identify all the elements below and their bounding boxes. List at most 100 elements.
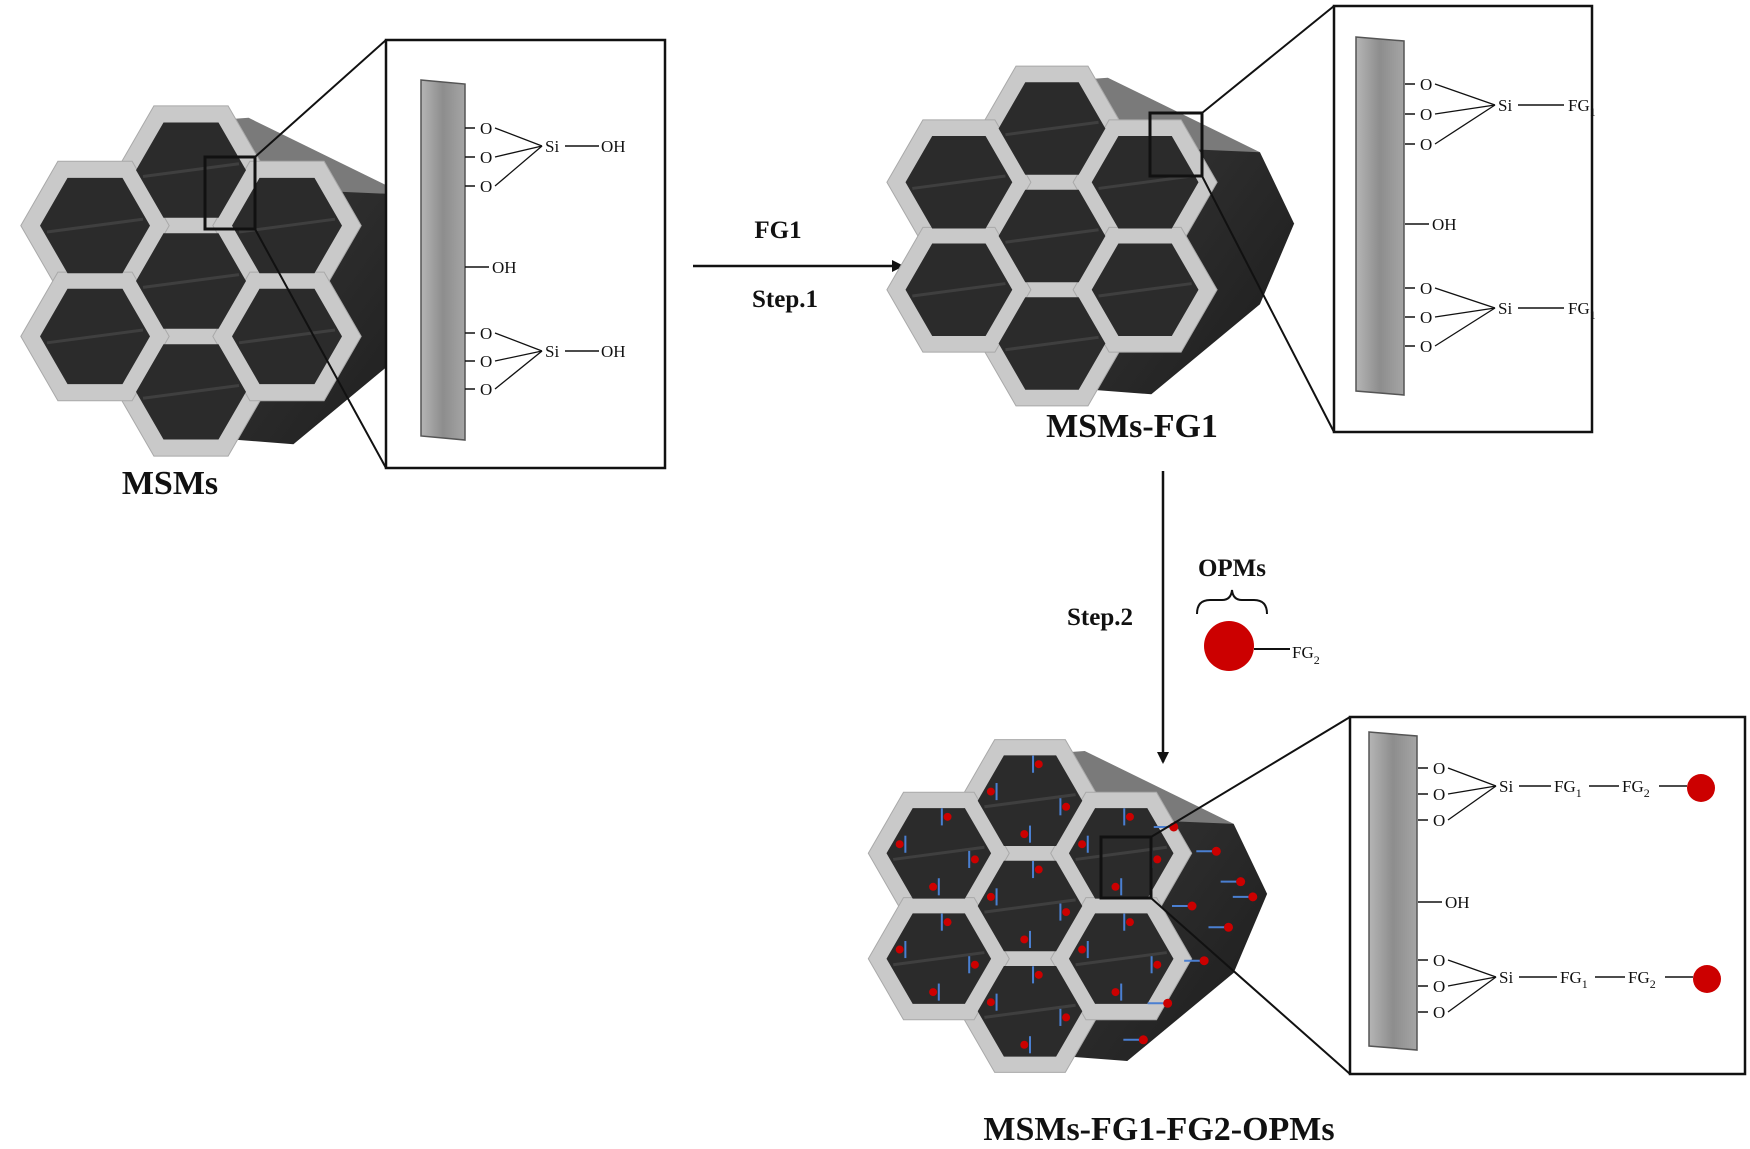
opm-dot	[986, 787, 995, 796]
zoom-line	[1201, 5, 1335, 114]
pore-shade	[46, 217, 144, 234]
silicon-atom: Si	[1498, 96, 1512, 115]
pore-shade	[893, 951, 985, 967]
fg1-label: FG1	[1568, 299, 1596, 322]
opm-dot	[895, 945, 904, 954]
oxygen-atom: O	[480, 177, 492, 196]
opms-brace	[1196, 589, 1268, 615]
opm-dot	[1062, 1013, 1071, 1022]
bond	[494, 145, 543, 158]
msms-fg1-fg2-opms-particle	[867, 739, 1268, 1073]
fg1-label: FG1	[1568, 96, 1596, 119]
bond	[1447, 767, 1497, 787]
opm-dot	[970, 855, 979, 864]
opm-dot	[1062, 908, 1071, 917]
opms-label: OPMs	[1198, 555, 1266, 582]
opm-dot	[1078, 840, 1087, 849]
oxygen-atom: O	[1420, 279, 1432, 298]
pore-shade	[1075, 951, 1167, 967]
bond	[1447, 976, 1497, 987]
step1-label: Step.1	[752, 286, 818, 313]
fg2-label: FG2	[1622, 777, 1650, 800]
opm-dot	[1111, 882, 1120, 891]
silicon-atom: Si	[1498, 299, 1512, 318]
pore-shade	[46, 328, 144, 345]
opm-particle	[1693, 965, 1721, 993]
hydroxyl-group: OH	[1432, 215, 1457, 234]
opm-dot	[943, 812, 952, 821]
silicon-atom: Si	[1499, 777, 1513, 796]
silica-surface	[1355, 36, 1405, 396]
pore-shade	[912, 282, 1006, 298]
opm-dot	[1034, 970, 1043, 979]
opm-dot	[1125, 812, 1134, 821]
opm-dot	[1187, 901, 1197, 911]
bond	[1434, 104, 1496, 145]
pore-shade	[984, 793, 1076, 809]
opm-dot	[929, 988, 938, 997]
silica-surface	[1368, 731, 1418, 1051]
silica-surface	[420, 79, 466, 441]
bond	[494, 350, 543, 362]
zoom-line	[1201, 175, 1335, 433]
opm-dot	[1062, 802, 1071, 811]
opm-dot	[1078, 945, 1087, 954]
oxygen-atom: O	[1420, 105, 1432, 124]
bond	[1447, 976, 1497, 1013]
bond	[1434, 83, 1496, 106]
fg2-label: FG2	[1628, 968, 1656, 991]
opm-dot	[1020, 935, 1029, 944]
pore-shade	[1005, 335, 1099, 352]
zoom-line	[1150, 897, 1351, 1075]
zoom-line	[254, 39, 387, 158]
opm-dot	[1211, 846, 1221, 856]
opm-dot	[970, 960, 979, 969]
bond	[494, 332, 543, 352]
opm-dot	[986, 892, 995, 901]
pore-shade	[912, 174, 1006, 190]
pore-shade	[984, 898, 1076, 914]
hydroxyl-group: OH	[601, 342, 626, 361]
oxygen-atom: O	[480, 148, 492, 167]
oxygen-atom: O	[480, 380, 492, 399]
bond	[1434, 287, 1496, 309]
oxygen-atom: O	[1433, 977, 1445, 996]
pore-shade	[238, 328, 336, 345]
hydroxyl-group: OH	[492, 258, 517, 277]
pore-shade	[893, 845, 985, 861]
opm-dot	[1163, 998, 1173, 1008]
opm-dot	[1236, 877, 1246, 887]
oxygen-atom: O	[1433, 951, 1445, 970]
opm-dot	[1138, 1035, 1148, 1045]
msms-fg1-particle	[886, 65, 1295, 407]
step2-label: Step.2	[1067, 604, 1133, 631]
bond	[1447, 785, 1497, 821]
oxygen-atom: O	[1420, 135, 1432, 154]
pore-shade	[1005, 120, 1099, 137]
pore-shade	[142, 273, 240, 289]
zoom-square-1	[203, 155, 257, 231]
oxygen-atom: O	[1433, 759, 1445, 778]
opm-dot	[895, 840, 904, 849]
pore-shade	[984, 1003, 1076, 1019]
label-msms: MSMs	[122, 465, 218, 502]
fg2-label: FG2	[1292, 643, 1320, 667]
opm-dot	[1248, 892, 1258, 902]
opm-dot	[986, 998, 995, 1007]
oxygen-atom: O	[1433, 1003, 1445, 1022]
pore-shade	[1098, 282, 1192, 298]
opm-dot	[943, 918, 952, 927]
bond	[494, 145, 543, 187]
pore-shade	[1005, 228, 1099, 244]
zoom-square-2	[1148, 111, 1204, 178]
bond	[1434, 104, 1496, 115]
silicon-atom: Si	[545, 137, 559, 156]
opm-dot	[1020, 1040, 1029, 1049]
bond	[494, 127, 543, 147]
oxygen-atom: O	[480, 324, 492, 343]
opm-dot	[1153, 855, 1162, 864]
zoom-line	[1150, 716, 1351, 838]
oxygen-atom: O	[1420, 337, 1432, 356]
